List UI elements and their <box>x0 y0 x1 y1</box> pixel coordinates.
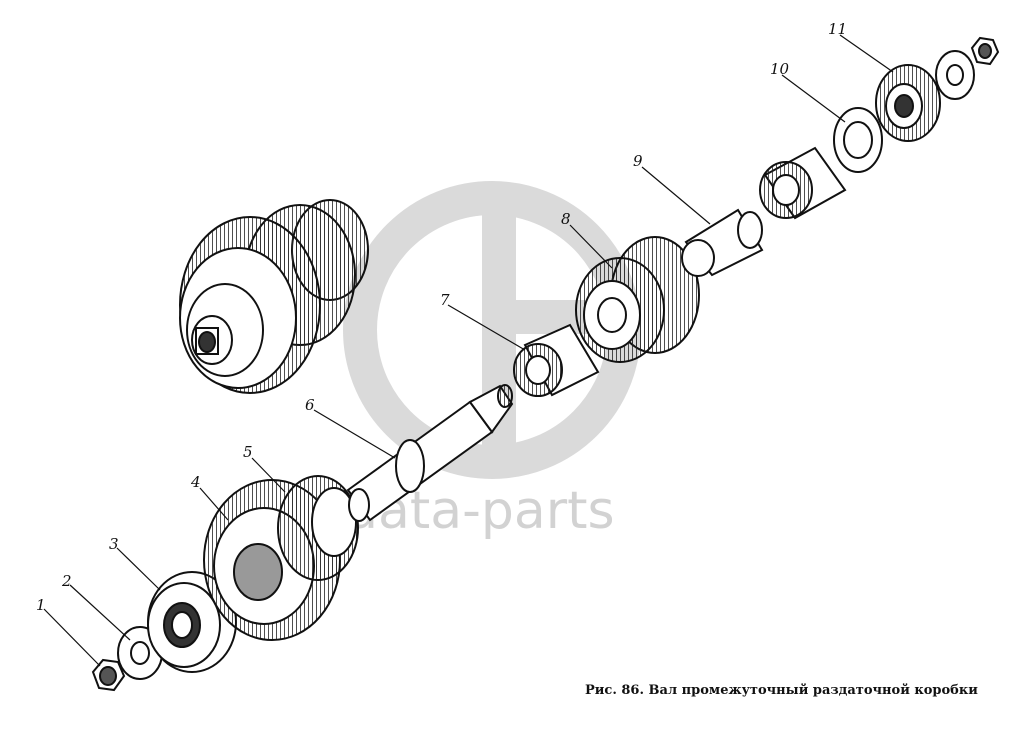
part-11-gear <box>875 64 941 142</box>
callout-1: 1 <box>36 596 46 614</box>
figure-caption: Рис. 86. Вал промежуточный раздаточной к… <box>585 683 978 698</box>
callout-8: 8 <box>561 210 571 228</box>
part-nut-top <box>970 36 1000 66</box>
callout-11: 11 <box>828 20 847 38</box>
callout-numbers: 1 2 3 4 5 6 7 8 9 10 11 <box>36 20 847 614</box>
callout-10: 10 <box>770 60 790 78</box>
part-needle-bearing-upper <box>759 146 847 220</box>
part-8-gear <box>575 236 700 363</box>
part-1-nut <box>91 658 126 692</box>
callout-5: 5 <box>243 443 253 461</box>
part-6-shaft <box>346 384 514 522</box>
part-washer-top <box>935 50 975 100</box>
part-9-sleeve <box>681 208 764 277</box>
callout-6: 6 <box>305 396 315 414</box>
part-5-gear <box>277 475 359 581</box>
part-7-needle-bearing <box>513 323 600 397</box>
callout-2: 2 <box>61 572 72 590</box>
assembled-shaft-view <box>179 199 369 394</box>
callout-7: 7 <box>440 291 450 309</box>
callout-leaders <box>43 34 894 667</box>
callout-3: 3 <box>109 535 119 553</box>
callout-4: 4 <box>190 473 201 491</box>
part-10-washer <box>833 107 883 173</box>
callout-9: 9 <box>633 152 643 170</box>
